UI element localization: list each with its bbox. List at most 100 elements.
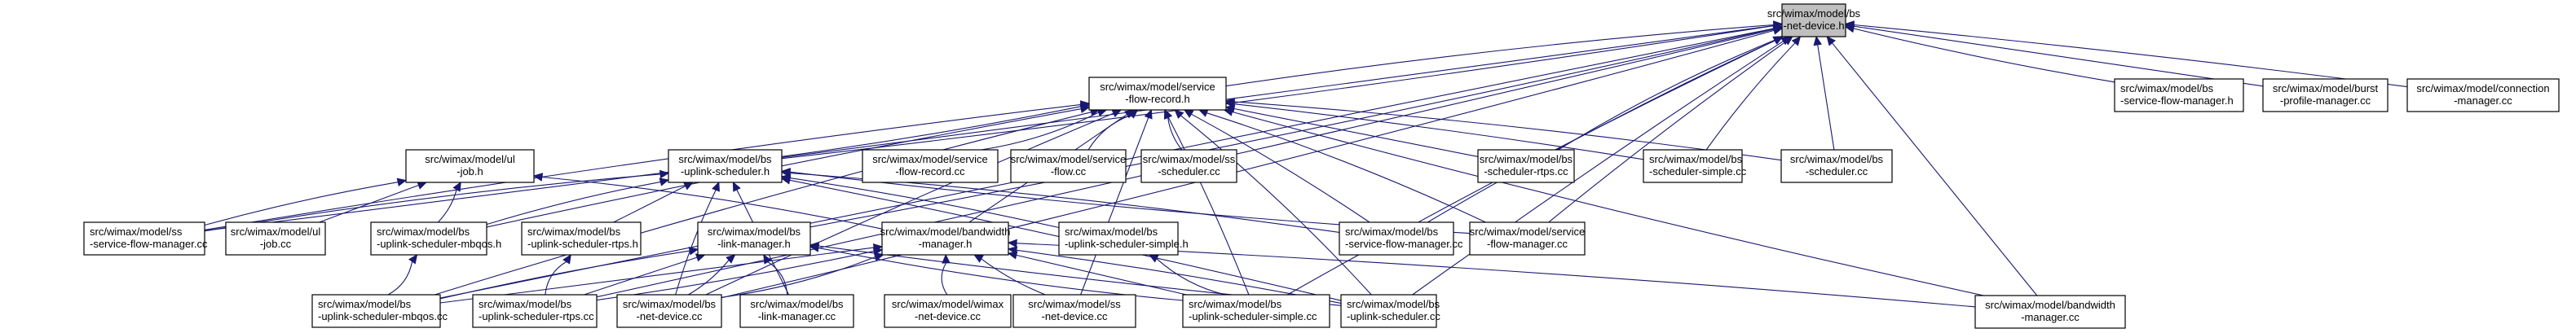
node-box[interactable] [884, 294, 1012, 328]
edge-bs_net_device_cc-to-bs_uplink_scheduler_h [675, 181, 720, 296]
arrow-head-icon [1198, 108, 1209, 117]
node-box[interactable] [616, 294, 722, 328]
node-box[interactable] [1058, 221, 1179, 256]
node-box[interactable] [472, 294, 598, 328]
edge-bs_scheduler_rtps_cc-to-service_flow_record_h [1224, 104, 1479, 157]
edge-ss_net_device_cc-to-bandwidth_manager_h [973, 254, 1046, 296]
node-label-line: -manager.cc [2021, 311, 2080, 323]
edge-line [1233, 103, 1644, 160]
node-box[interactable] [1477, 149, 1575, 183]
edge-line [584, 256, 698, 296]
edge-line [1817, 44, 1835, 151]
node-label-line: src/wimax/model/ss [90, 226, 183, 238]
graph-node-ss-service-flow-manager-cc[interactable]: src/wimax/model/ss-service-flow-manager.… [83, 221, 208, 256]
node-box[interactable] [862, 149, 999, 183]
edge-line [1156, 258, 1226, 296]
node-box[interactable] [668, 149, 783, 183]
node-label-line: -job.cc [260, 238, 292, 250]
graph-node-bs-uplink-scheduler-mbqos-cc[interactable]: src/wimax/model/bs-uplink-scheduler-mbqo… [311, 294, 448, 328]
graph-node-bs-net-device-cc[interactable]: src/wimax/model/bs-net-device.cc [616, 294, 722, 328]
node-box[interactable] [1012, 294, 1136, 328]
node-box[interactable] [1182, 294, 1330, 328]
edge-line [204, 103, 1082, 230]
graph-node-bs-scheduler-cc[interactable]: src/wimax/model/bs-scheduler.cc [1780, 149, 1893, 183]
node-box[interactable] [311, 294, 441, 328]
graph-node-connection-manager-cc[interactable]: src/wimax/model/connection-manager.cc [2406, 78, 2560, 112]
graph-node-bs-uplink-scheduler-mbqos-h[interactable]: src/wimax/model/bs-uplink-scheduler-mbqo… [370, 221, 501, 256]
edge-line [439, 250, 690, 300]
node-box[interactable] [2262, 78, 2389, 112]
edge-line [387, 261, 413, 296]
node-label-line: src/wimax/model/bs [377, 226, 470, 238]
node-box[interactable] [1010, 149, 1127, 183]
graph-node-bs-service-flow-manager-h[interactable]: src/wimax/model/bs-service-flow-manager.… [2114, 78, 2244, 112]
graph-node-bs-uplink-scheduler-rtps-cc[interactable]: src/wimax/model/bs-uplink-scheduler-rtps… [472, 294, 598, 328]
node-box[interactable] [2114, 78, 2244, 112]
arrow-head-icon [1224, 97, 1235, 107]
arrow-head-icon [1007, 246, 1018, 255]
node-box[interactable] [521, 221, 642, 256]
node-box[interactable] [370, 221, 487, 256]
graph-node-service-flow-record-cc[interactable]: src/wimax/model/service-flow-record.cc [862, 149, 999, 183]
node-box[interactable] [1140, 149, 1237, 183]
node-label-line: src/wimax/model/bs [1649, 153, 1743, 165]
node-box[interactable] [739, 294, 854, 328]
graph-node-service-flow-cc[interactable]: src/wimax/model/service-flow.cc [1010, 149, 1127, 183]
node-box[interactable] [1340, 294, 1437, 328]
graph-node-bs-link-manager-cc[interactable]: src/wimax/model/bs-link-manager.cc [739, 294, 854, 328]
node-label-line: -service-flow-manager.cc [90, 238, 208, 250]
edge-bs_uplink_scheduler_cc-to-service_flow_record_h [1174, 109, 1372, 296]
graph-node-bs-uplink-scheduler-simple-cc[interactable]: src/wimax/model/bs-uplink-scheduler-simp… [1182, 294, 1330, 328]
edge-line [675, 190, 717, 296]
graph-node-ss-net-device-cc[interactable]: src/wimax/model/ss-net-device.cc [1012, 294, 1136, 328]
root-node-box[interactable] [1781, 3, 1846, 37]
graph-node-ss-scheduler-cc[interactable]: src/wimax/model/ss-scheduler.cc [1140, 149, 1237, 183]
graph-node-bs-service-flow-manager-cc[interactable]: src/wimax/model/bs-service-flow-manager.… [1339, 221, 1463, 256]
edge-line [1206, 112, 1486, 223]
node-label-line: -uplink-scheduler-simple.cc [1189, 310, 1317, 322]
graph-node-ul-job-cc[interactable]: src/wimax/model/ul-job.cc [225, 221, 326, 256]
edge-bs_service_flow_manager_cc-to-bs_net_device_h [1427, 36, 1784, 223]
graph-node-bs-link-manager-h[interactable]: src/wimax/model/bs-link-manager.h [697, 221, 811, 256]
node-box[interactable] [2406, 78, 2560, 112]
node-label-line: src/wimax/model/service [1011, 153, 1127, 165]
graph-node-burst-profile-manager-cc[interactable]: src/wimax/model/burst-profile-manager.cc [2262, 78, 2389, 112]
edge-bs_uplink_scheduler_mbqos_h-to-bs_uplink_scheduler_h [486, 177, 670, 226]
node-box[interactable] [1339, 221, 1454, 256]
graph-node-ul-job-h[interactable]: src/wimax/model/ul-job.h [405, 149, 535, 183]
node-box[interactable] [1643, 149, 1743, 183]
node-label-line: src/wimax/model/service [1100, 81, 1215, 93]
edge-line [1016, 254, 1187, 296]
graph-node-bs-net-device-h[interactable]: src/wimax/model/bs-net-device.h [1767, 3, 1861, 37]
graph-node-bs-uplink-scheduler-rtps-h[interactable]: src/wimax/model/bs-uplink-scheduler-rtps… [521, 221, 642, 256]
node-box[interactable] [83, 221, 205, 256]
arrow-head-icon [1183, 109, 1194, 118]
node-label-line: -service-flow-manager.h [2120, 94, 2234, 107]
edge-connection_manager_cc-to-bs_net_device_h [1844, 20, 2408, 88]
graph-node-bs-uplink-scheduler-cc[interactable]: src/wimax/model/bs-uplink-scheduler.cc [1340, 294, 1440, 328]
node-box[interactable] [405, 149, 535, 183]
node-box[interactable] [881, 221, 1009, 256]
node-box[interactable] [1974, 295, 2126, 329]
graph-node-bs-scheduler-rtps-cc[interactable]: src/wimax/model/bs-scheduler-rtps.cc [1477, 149, 1575, 183]
edge-service_flow_record_h-to-bs_net_device_h [1225, 20, 1784, 87]
node-box[interactable] [1469, 221, 1586, 256]
graph-node-service-flow-record-h[interactable]: src/wimax/model/service-flow-record.h [1088, 77, 1227, 111]
edge-bs_scheduler_cc-to-bs_net_device_h [1813, 35, 1835, 151]
node-box[interactable] [1088, 77, 1227, 111]
graph-node-bandwidth-manager-cc[interactable]: src/wimax/model/bandwidth-manager.cc [1974, 295, 2126, 329]
graph-node-service-flow-manager-cc[interactable]: src/wimax/model/service-flow-manager.cc [1469, 221, 1586, 256]
graph-node-bs-uplink-scheduler-simple-h[interactable]: src/wimax/model/bs-uplink-scheduler-simp… [1058, 221, 1189, 256]
node-box[interactable] [1780, 149, 1893, 183]
graph-node-bs-scheduler-simple-cc[interactable]: src/wimax/model/bs-scheduler-simple.cc [1643, 149, 1747, 183]
graph-node-bandwidth-manager-h[interactable]: src/wimax/model/bandwidth-manager.h [880, 221, 1011, 256]
node-box[interactable] [697, 221, 811, 256]
node-box[interactable] [225, 221, 326, 256]
graph-node-wimax-net-device-cc[interactable]: src/wimax/model/wimax-net-device.cc [884, 294, 1012, 328]
arrow-head-icon [452, 181, 461, 192]
arrow-head-icon [873, 252, 884, 261]
edge-ss_service_flow_manager_cc-to-ul_job_h [204, 177, 408, 226]
arrow-head-icon [809, 241, 819, 251]
graph-node-bs-uplink-scheduler-h[interactable]: src/wimax/model/bs-uplink-scheduler.h [668, 149, 783, 183]
